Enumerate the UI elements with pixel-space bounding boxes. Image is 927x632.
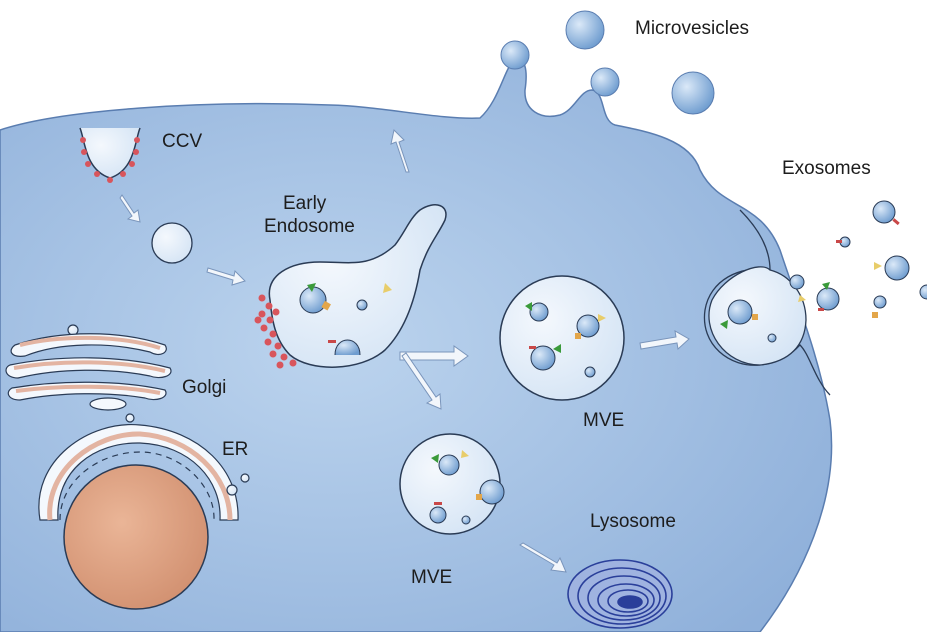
budding-microvesicle — [500, 40, 530, 70]
label-exosomes: Exosomes — [782, 158, 871, 179]
microvesicle — [565, 10, 605, 50]
mve-right — [499, 275, 625, 401]
arrow-icon — [401, 352, 442, 410]
arrow-icon — [519, 542, 567, 573]
label-early-endosome-2: Endosome — [264, 216, 355, 237]
protein-marker — [328, 340, 336, 343]
protein-marker — [383, 283, 392, 293]
endocytic-vesicle — [151, 222, 193, 264]
label-mve-bottom: MVE — [411, 567, 453, 588]
budding-microvesicle — [590, 67, 620, 97]
label-er: ER — [222, 439, 249, 460]
arrow-icon — [206, 267, 246, 286]
arrows — [119, 128, 690, 573]
label-golgi: Golgi — [182, 377, 227, 398]
arrow-icon — [390, 128, 410, 173]
early-endosome — [268, 204, 447, 368]
intraluminal-vesicle — [356, 299, 368, 311]
fusion-membrane — [703, 209, 831, 396]
arrow-icon — [639, 330, 690, 350]
golgi — [5, 324, 172, 423]
budding-ilv — [334, 339, 361, 356]
label-early-endosome-1: Early — [283, 193, 327, 214]
label-ccv: CCV — [162, 131, 203, 152]
cell-body — [0, 58, 833, 632]
label-mve-right: MVE — [583, 410, 625, 431]
exosomes — [816, 200, 927, 318]
microvesicle — [671, 71, 715, 115]
intraluminal-vesicle — [299, 286, 327, 314]
lysosome — [567, 559, 673, 629]
clathrin-coat — [80, 137, 140, 183]
protein-marker — [321, 300, 331, 311]
protein-marker — [307, 283, 316, 292]
endoplasmic-reticulum — [38, 424, 250, 521]
clathrin-coat — [254, 294, 297, 369]
label-lysosome: Lysosome — [590, 511, 676, 532]
nucleus — [63, 464, 209, 610]
label-microvesicles: Microvesicles — [635, 18, 750, 39]
arrow-icon — [119, 194, 141, 223]
